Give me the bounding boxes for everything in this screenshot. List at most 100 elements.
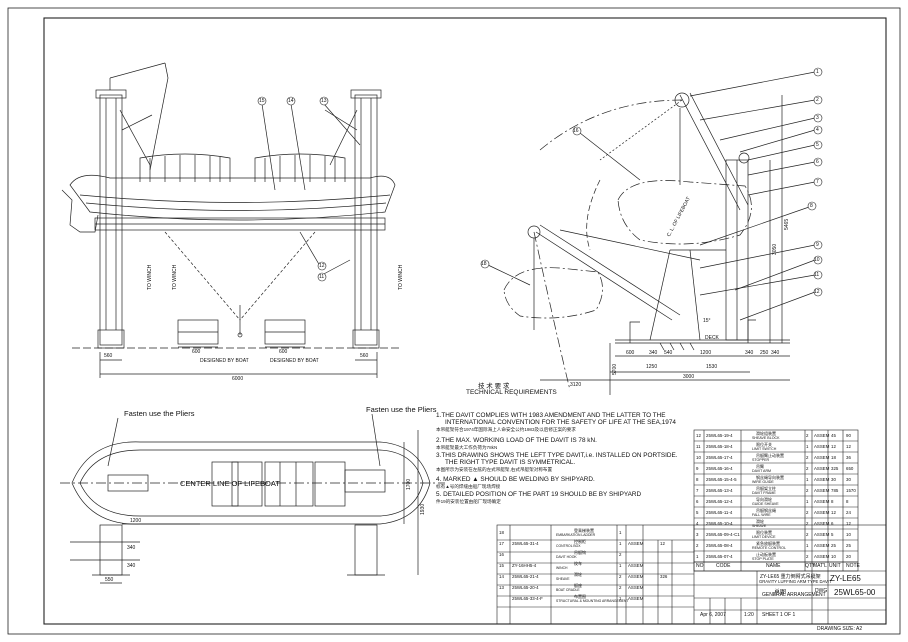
part-name-cn: 滑轮组装置 [756,431,776,436]
part-no: 10 [696,455,701,460]
balloon-11: 11 [814,272,820,278]
part-name-cn: 止动板装置 [756,552,776,557]
balloon-3: 3 [816,115,819,121]
dim-3000: 3000 [683,374,695,380]
requirement-1-en2: INTERNATIONAL CONVENTION FOR THE SAFETY … [445,419,676,427]
header-weight: UNIT [829,563,841,569]
part-total-weight: 1570 [846,488,856,493]
requirement-2: 2.THE MAX. WORKING LOAD OF THE DAVIT IS … [436,437,597,451]
title-cn: 总图 [774,590,787,596]
part-name-cn: 吊艇架立柱 [756,486,776,491]
balloon-2: 2 [816,97,819,103]
part-code: 25WL65-13-4 [706,488,733,493]
lower-part-name-cn: 控制柜 [574,539,586,544]
header-note: NOTE [846,563,860,569]
lower-part-name: STRUCTURAL & MOUNTING ARRANGEMENT [556,599,629,603]
lower-part-name: WINCH [556,566,568,570]
lower-part-name-cn: 登乘梯装置 [574,528,594,533]
requirement-4-cn: 标有▲号的焊缝由船厂现场焊接 [436,484,501,490]
part-name: LIMIT DEVICE [752,535,776,539]
lower-part-name: CONTROL BOX [556,544,581,548]
part-total-weight: 650 [846,466,854,471]
balloon-8: 8 [810,203,813,209]
requirement-5-en: 5. DETAILED POSITION OF THE PART 19 SHOU… [436,491,642,498]
lower-part-name-cn: 吊艇钩 [574,550,586,555]
lower-part-name-cn: 绞车 [574,561,582,566]
part-name-cn: 滑轮 [756,519,764,524]
balloon-15: 15 [259,98,265,104]
part-name: GUIDE SHEAVE [752,502,779,506]
part-name-cn: 吊臂 [756,464,764,469]
lower-part-qty: 1 [619,541,622,546]
title-block-grid [496,524,887,625]
drawing-size-note: DRAWING SIZE: A2 [817,626,863,632]
part-code: 25WL65-19-4 [706,433,733,438]
part-code: 25WL65-07-4 [706,554,733,559]
part-material: ASSEM [814,466,830,471]
boat-stowed [617,180,752,245]
balloon-4: 4 [816,127,819,133]
part-code: 25WL65-15-4-5 [706,477,737,482]
part-total-weight: 20 [846,554,851,559]
lower-part-no: 17 [499,541,504,546]
title-en: GENERAL ARRANGEMENT [762,592,826,598]
lifeboat-hull [69,174,396,221]
requirements-title-cn: 技 术 要 求 [478,383,510,390]
part-total-weight: 25 [846,543,851,548]
lower-part-no: 18 [499,530,504,535]
boat-launched [503,267,603,319]
balloon-11-front: 11 [319,274,325,280]
header-no: NO [696,563,704,569]
winch-label-3: TO WINCH [398,264,404,290]
part-code: 25WL65-08-4 [706,543,733,548]
part-no: 8 [696,477,699,482]
part-unit-weight: 785 [831,488,839,493]
part-name: DAVIT FRAME [752,491,776,495]
plan-view [60,413,445,584]
dim-1200: 1200 [700,350,712,356]
front-view [61,62,400,378]
part-no: 12 [696,433,701,438]
part-total-weight: 10 [846,532,851,537]
requirement-4-en: 4. MARKED ▲ SHOULD BE WELDING BY SHIPYAR… [436,476,595,483]
part-total-weight: 90 [846,433,851,438]
balloon-6: 6 [816,159,819,165]
part-unit-weight: 30 [831,477,836,482]
part-no: 7 [696,488,699,493]
winch-label-1: TO WINCH [147,264,153,290]
lower-part-name-cn: 艇座 [574,583,582,588]
lower-part-qty: 2 [619,574,622,579]
angle-label: 15° [703,318,711,324]
part-name: STOP PLATE [752,557,774,561]
dim-1250: 1250 [646,364,658,370]
part-unit-weight: 6 [831,521,834,526]
pliers-note-right: Fasten use the Pliers [366,405,437,414]
part-name: SHEAVE [752,524,767,528]
dim-6000: 6000 [232,376,244,382]
dim-540: 540 [664,350,673,356]
part-name: SHEAVE BLOCK [752,436,780,440]
part-no: 9 [696,466,699,471]
part-material: ASSEM [814,532,830,537]
part-unit-weight: 12 [831,444,836,449]
part-code: 25WL65-18-4 [706,444,733,449]
part-no: 11 [696,444,701,449]
part-material: ASSEM [814,455,830,460]
scale-value: 1:20 [744,612,754,618]
part-qty: 2 [806,554,809,559]
right-davit-post [354,94,378,346]
designed-by-boat-1: DESIGNED BY BOAT [200,358,249,364]
part-total-weight: 36 [846,455,851,460]
part-no: 2 [696,543,699,548]
part-qty: 2 [806,433,809,438]
parts-list-grid [693,429,859,572]
part-qty: 2 [806,532,809,537]
requirement-5-cn: 件19的安装位置由船厂现场确定 [436,499,501,505]
balloon-12-front: 12 [319,263,325,269]
dim-340-a: 340 [649,350,658,356]
dim-plan-1700: 1700 [406,478,412,490]
dim-1530: 1530 [706,364,718,370]
part-name: REMOTE CONTROL [752,546,786,550]
part-code: 25WL65-17-4 [706,455,733,460]
dim-5465: 5465 [784,218,790,230]
